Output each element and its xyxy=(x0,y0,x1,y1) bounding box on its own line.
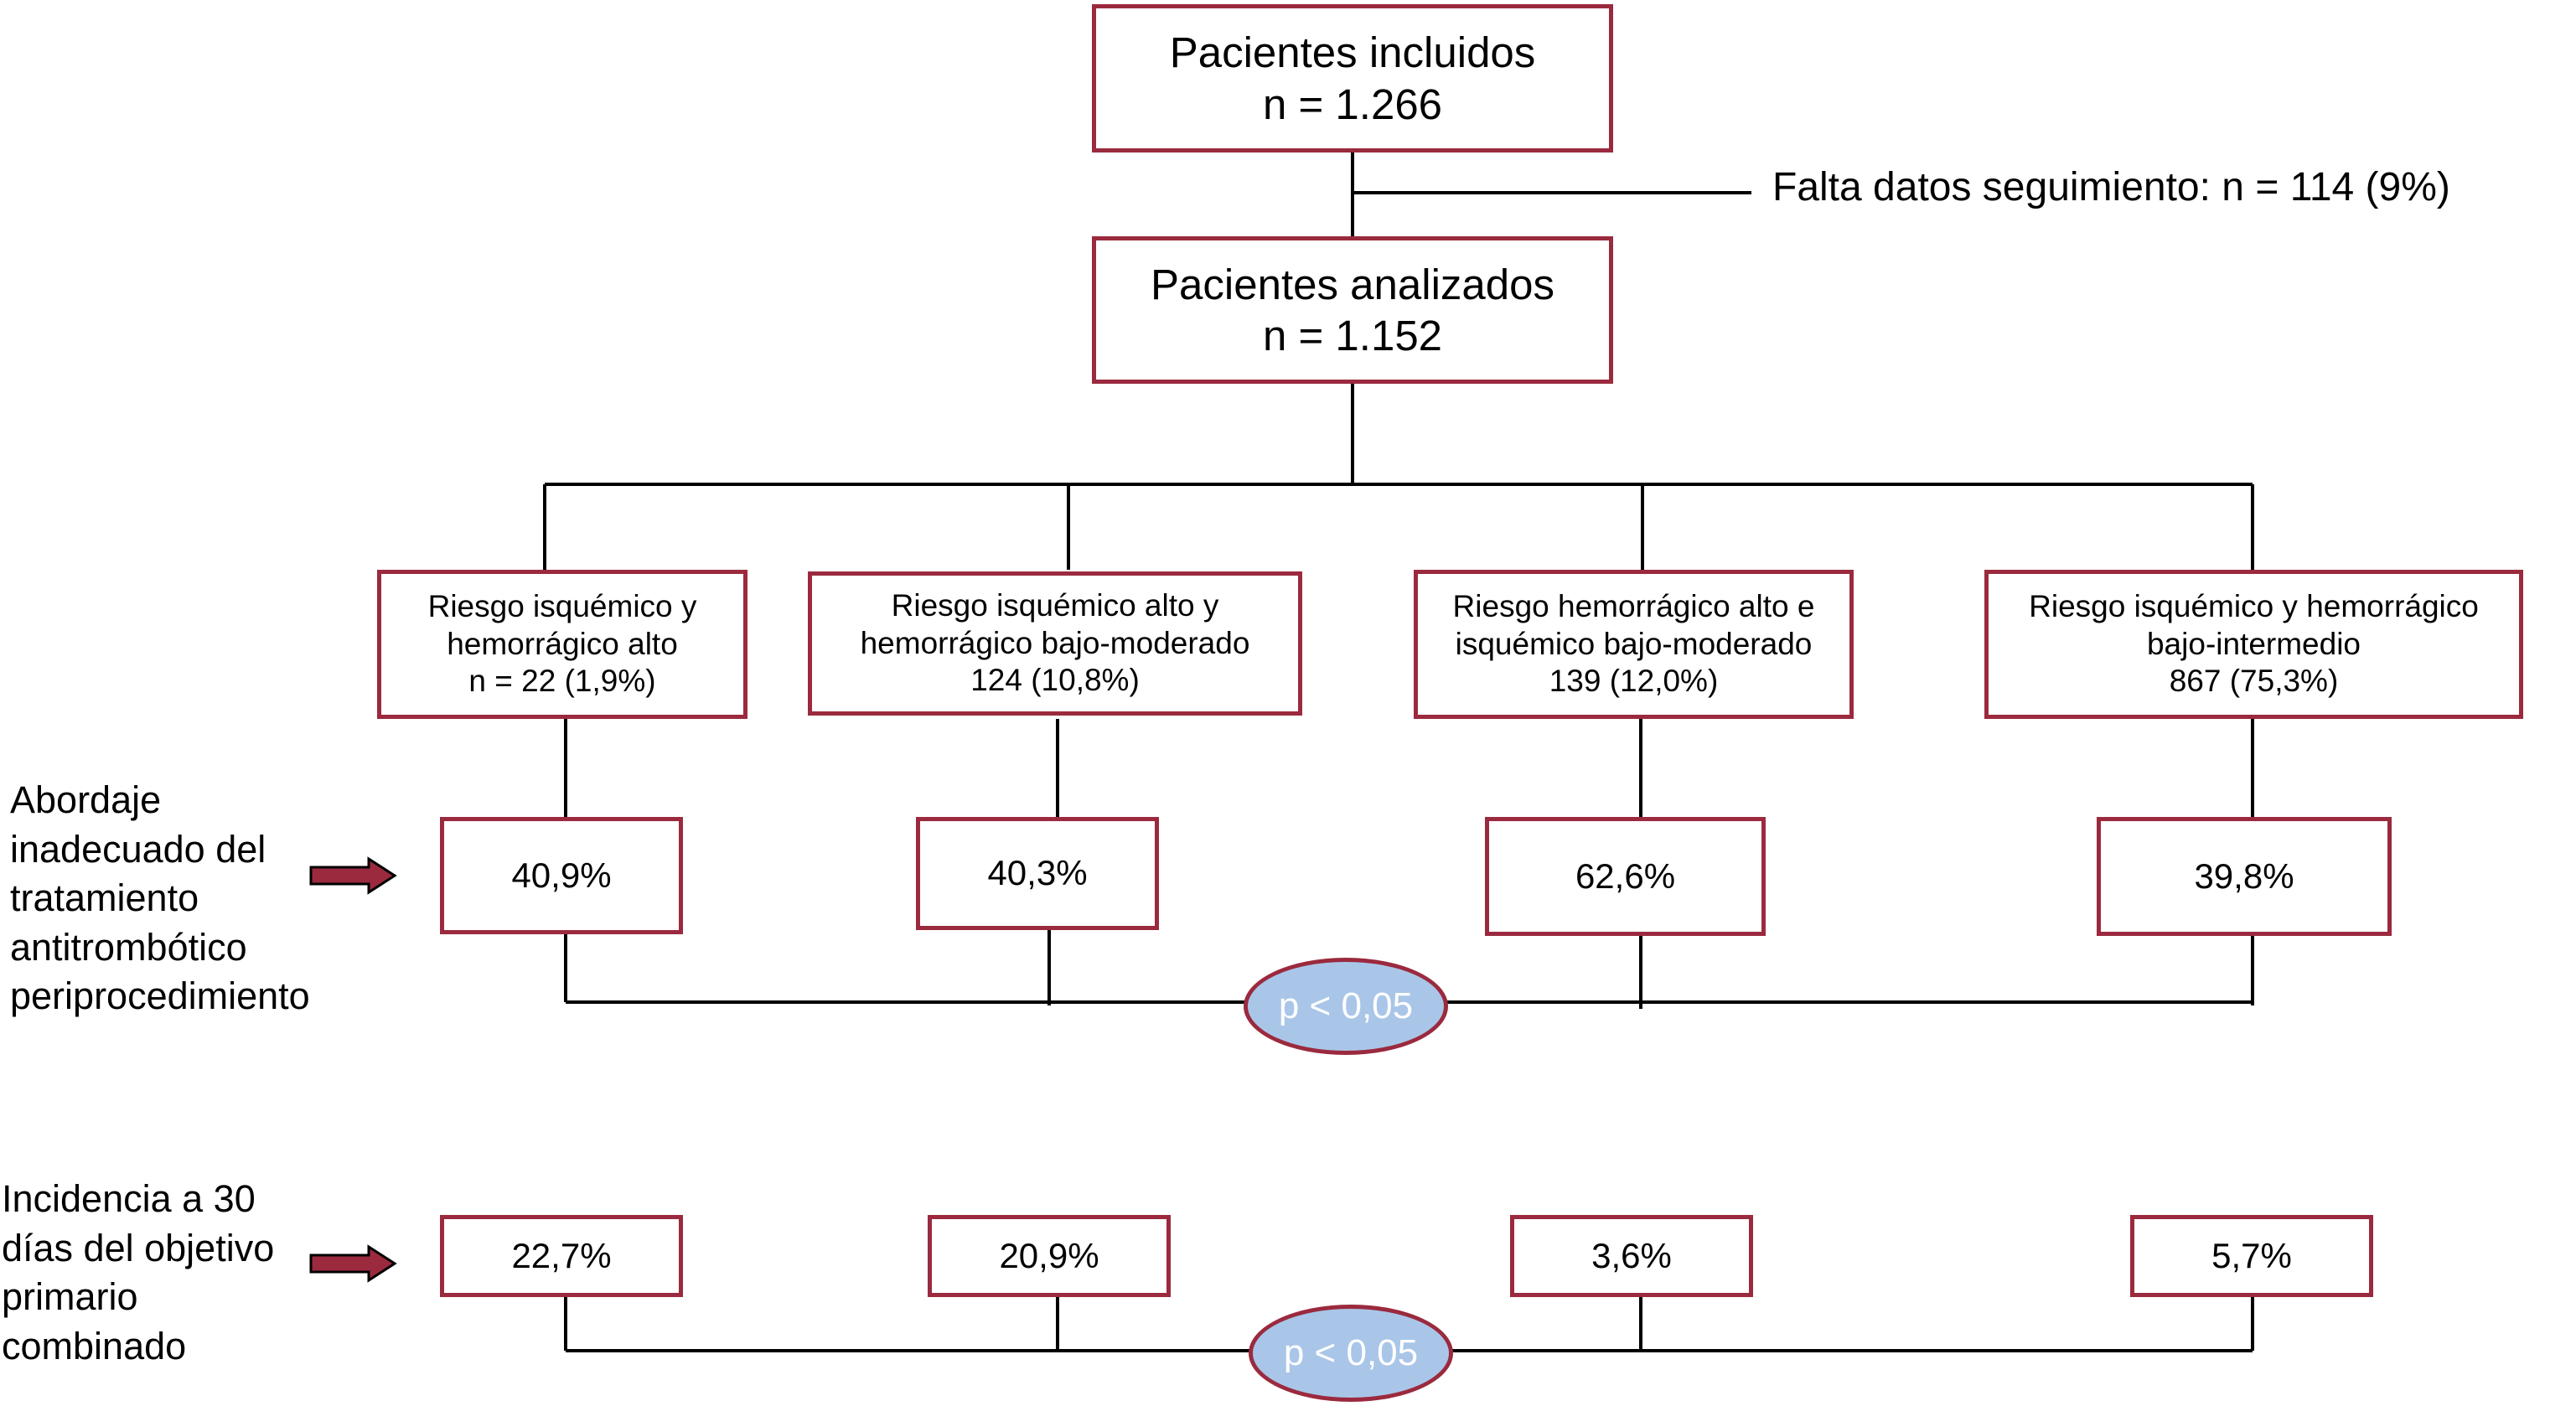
included-count: n = 1.266 xyxy=(1262,80,1443,128)
row2-value-4: 5,7% xyxy=(2211,1235,2292,1275)
row2-label-line2: días del objetivo xyxy=(2,1226,275,1269)
row2-value-4-box: 5,7% xyxy=(2130,1215,2373,1297)
row2-value-1: 22,7% xyxy=(511,1235,612,1275)
risk-group-3-box: Riesgo hemorrágico alto e isquémico bajo… xyxy=(1414,570,1854,719)
risk-group-2-line2: hemorrágico bajo-moderado xyxy=(860,625,1250,660)
excluded-patients-label: Falta datos seguimiento: n = 114 (9%) xyxy=(1772,165,2450,209)
risk-group-1-line2: hemorrágico alto xyxy=(447,626,678,661)
risk-group-4-box: Riesgo isquémico y hemorrágico bajo-inte… xyxy=(1984,570,2523,719)
row2-value-2-box: 20,9% xyxy=(928,1215,1171,1297)
risk-group-4-line2: bajo-intermedio xyxy=(2146,626,2361,661)
row1-value-3: 62,6% xyxy=(1575,855,1676,896)
row1-label-line1: Abordaje xyxy=(10,778,162,821)
row2-label-line1: Incidencia a 30 xyxy=(2,1177,256,1220)
row1-value-2-box: 40,3% xyxy=(916,817,1159,930)
row2-p-value: p < 0,05 xyxy=(1283,1332,1419,1373)
row1-label-line4: antitrombótico xyxy=(10,925,247,969)
row1-p-value-ellipse: p < 0,05 xyxy=(1244,958,1448,1055)
risk-group-2-line1: Riesgo isquémico alto y xyxy=(891,588,1219,623)
row2-value-3: 3,6% xyxy=(1591,1235,1672,1275)
row1-label-line3: tratamiento xyxy=(10,876,199,919)
risk-group-3-line1: Riesgo hemorrágico alto e xyxy=(1452,589,1815,624)
included-title: Pacientes incluidos xyxy=(1169,28,1536,77)
row1-value-1: 40,9% xyxy=(511,855,612,895)
row1-value-2: 40,3% xyxy=(987,853,1088,893)
row2-label: Incidencia a 30 días del objetivo primar… xyxy=(2,1175,274,1371)
analyzed-title: Pacientes analizados xyxy=(1151,260,1554,308)
included-patients-box: Pacientes incluidos n = 1.266 xyxy=(1092,4,1613,152)
row1-value-1-box: 40,9% xyxy=(440,817,683,934)
row1-label: Abordaje inadecuado del tratamiento anti… xyxy=(10,776,310,1021)
risk-group-2-box: Riesgo isquémico alto y hemorrágico bajo… xyxy=(808,571,1302,716)
risk-group-3-count: 139 (12,0%) xyxy=(1549,664,1719,699)
row2-label-line3: primario xyxy=(2,1275,138,1318)
row1-value-4-box: 39,8% xyxy=(2097,817,2392,936)
row2-value-2: 20,9% xyxy=(999,1235,1099,1275)
row2-arrow-icon xyxy=(309,1244,397,1283)
row2-p-value-ellipse: p < 0,05 xyxy=(1249,1305,1453,1402)
analyzed-count: n = 1.152 xyxy=(1262,312,1443,359)
risk-group-3-line2: isquémico bajo-moderado xyxy=(1455,626,1813,661)
row1-label-line5: periprocedimiento xyxy=(10,974,310,1017)
row1-value-3-box: 62,6% xyxy=(1485,817,1766,936)
row1-value-4: 39,8% xyxy=(2194,855,2294,896)
risk-group-1-line1: Riesgo isquémico y xyxy=(427,589,697,624)
analyzed-patients-box: Pacientes analizados n = 1.152 xyxy=(1092,236,1613,384)
risk-group-4-line1: Riesgo isquémico y hemorrágico xyxy=(2029,589,2479,624)
row1-label-line2: inadecuado del xyxy=(10,827,266,871)
risk-group-1-count: n = 22 (1,9%) xyxy=(468,664,656,699)
row2-value-3-box: 3,6% xyxy=(1510,1215,1753,1297)
row1-p-value: p < 0,05 xyxy=(1278,985,1414,1026)
risk-group-1-box: Riesgo isquémico y hemorrágico alto n = … xyxy=(377,570,747,719)
risk-group-2-count: 124 (10,8%) xyxy=(970,663,1140,698)
row2-label-line4: combinado xyxy=(2,1324,187,1367)
row1-arrow-icon xyxy=(309,856,397,895)
risk-group-4-count: 867 (75,3%) xyxy=(2169,664,2339,699)
row2-value-1-box: 22,7% xyxy=(440,1215,683,1297)
